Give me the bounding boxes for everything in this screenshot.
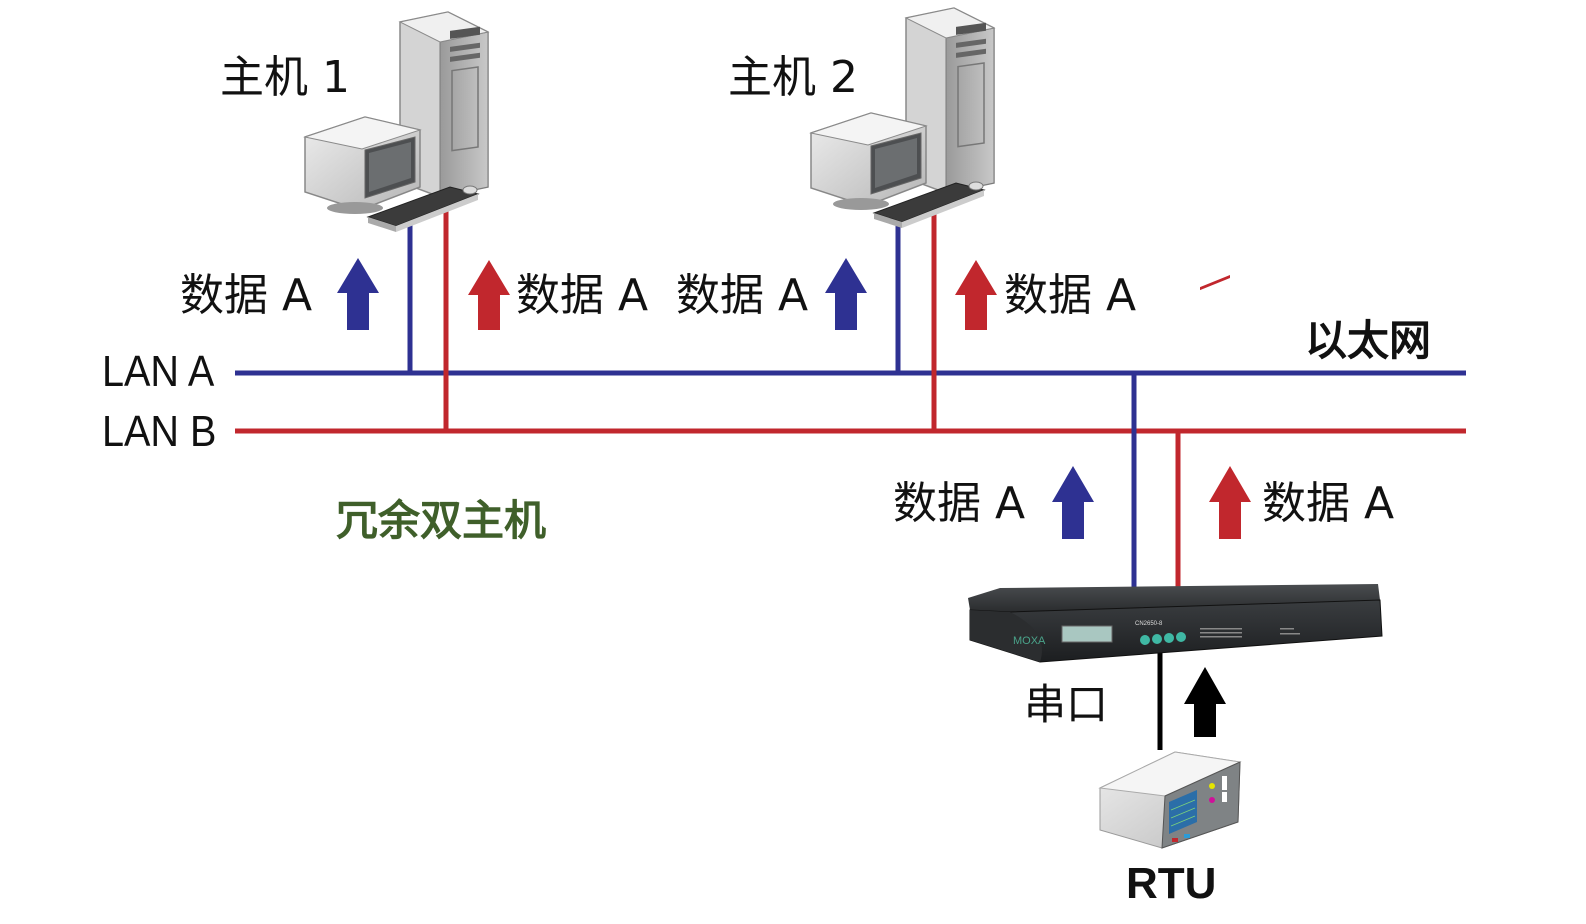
flow-label-host2-lan-a: 数据 A xyxy=(676,270,809,321)
arrow-up-icon xyxy=(1209,466,1251,539)
arrow-up-icon xyxy=(1052,466,1094,539)
arrow-up-icon xyxy=(955,260,997,330)
flow-label-server-lan-a: 数据 A xyxy=(893,478,1026,529)
arrow-up-icon xyxy=(468,260,510,330)
flow-label-host1-lan-a: 数据 A xyxy=(180,270,313,321)
arrow-up-icon xyxy=(825,258,867,330)
arrow-up-icon xyxy=(1184,667,1226,737)
serial-device-server-icon: MOXA CN2650-8 xyxy=(968,584,1383,663)
host-1-title: 主机 1 xyxy=(220,52,350,103)
rtu-device-icon xyxy=(1098,275,1242,849)
serial-port-label: 串口 xyxy=(1024,680,1109,729)
redundant-hosts-caption: 冗余双主机 xyxy=(336,496,547,545)
desktop-computer-icon xyxy=(809,7,996,228)
lan-b-label: LAN B xyxy=(102,407,217,456)
flow-label-host2-lan-b: 数据 A xyxy=(1004,270,1137,321)
host-2-title: 主机 2 xyxy=(728,52,858,103)
ethernet-label: 以太网 xyxy=(1305,316,1432,365)
arrow-up-icon xyxy=(337,258,379,330)
svg-text:CN2650-8: CN2650-8 xyxy=(1135,621,1163,627)
lan-a-label: LAN A xyxy=(102,347,215,396)
flow-label-server-lan-b: 数据 A xyxy=(1262,478,1395,529)
flow-label-host1-lan-b: 数据 A xyxy=(516,270,649,321)
desktop-computer-icon xyxy=(303,11,490,232)
brand-logo: MOXA xyxy=(1013,635,1046,647)
rtu-label: RTU xyxy=(1126,859,1217,908)
